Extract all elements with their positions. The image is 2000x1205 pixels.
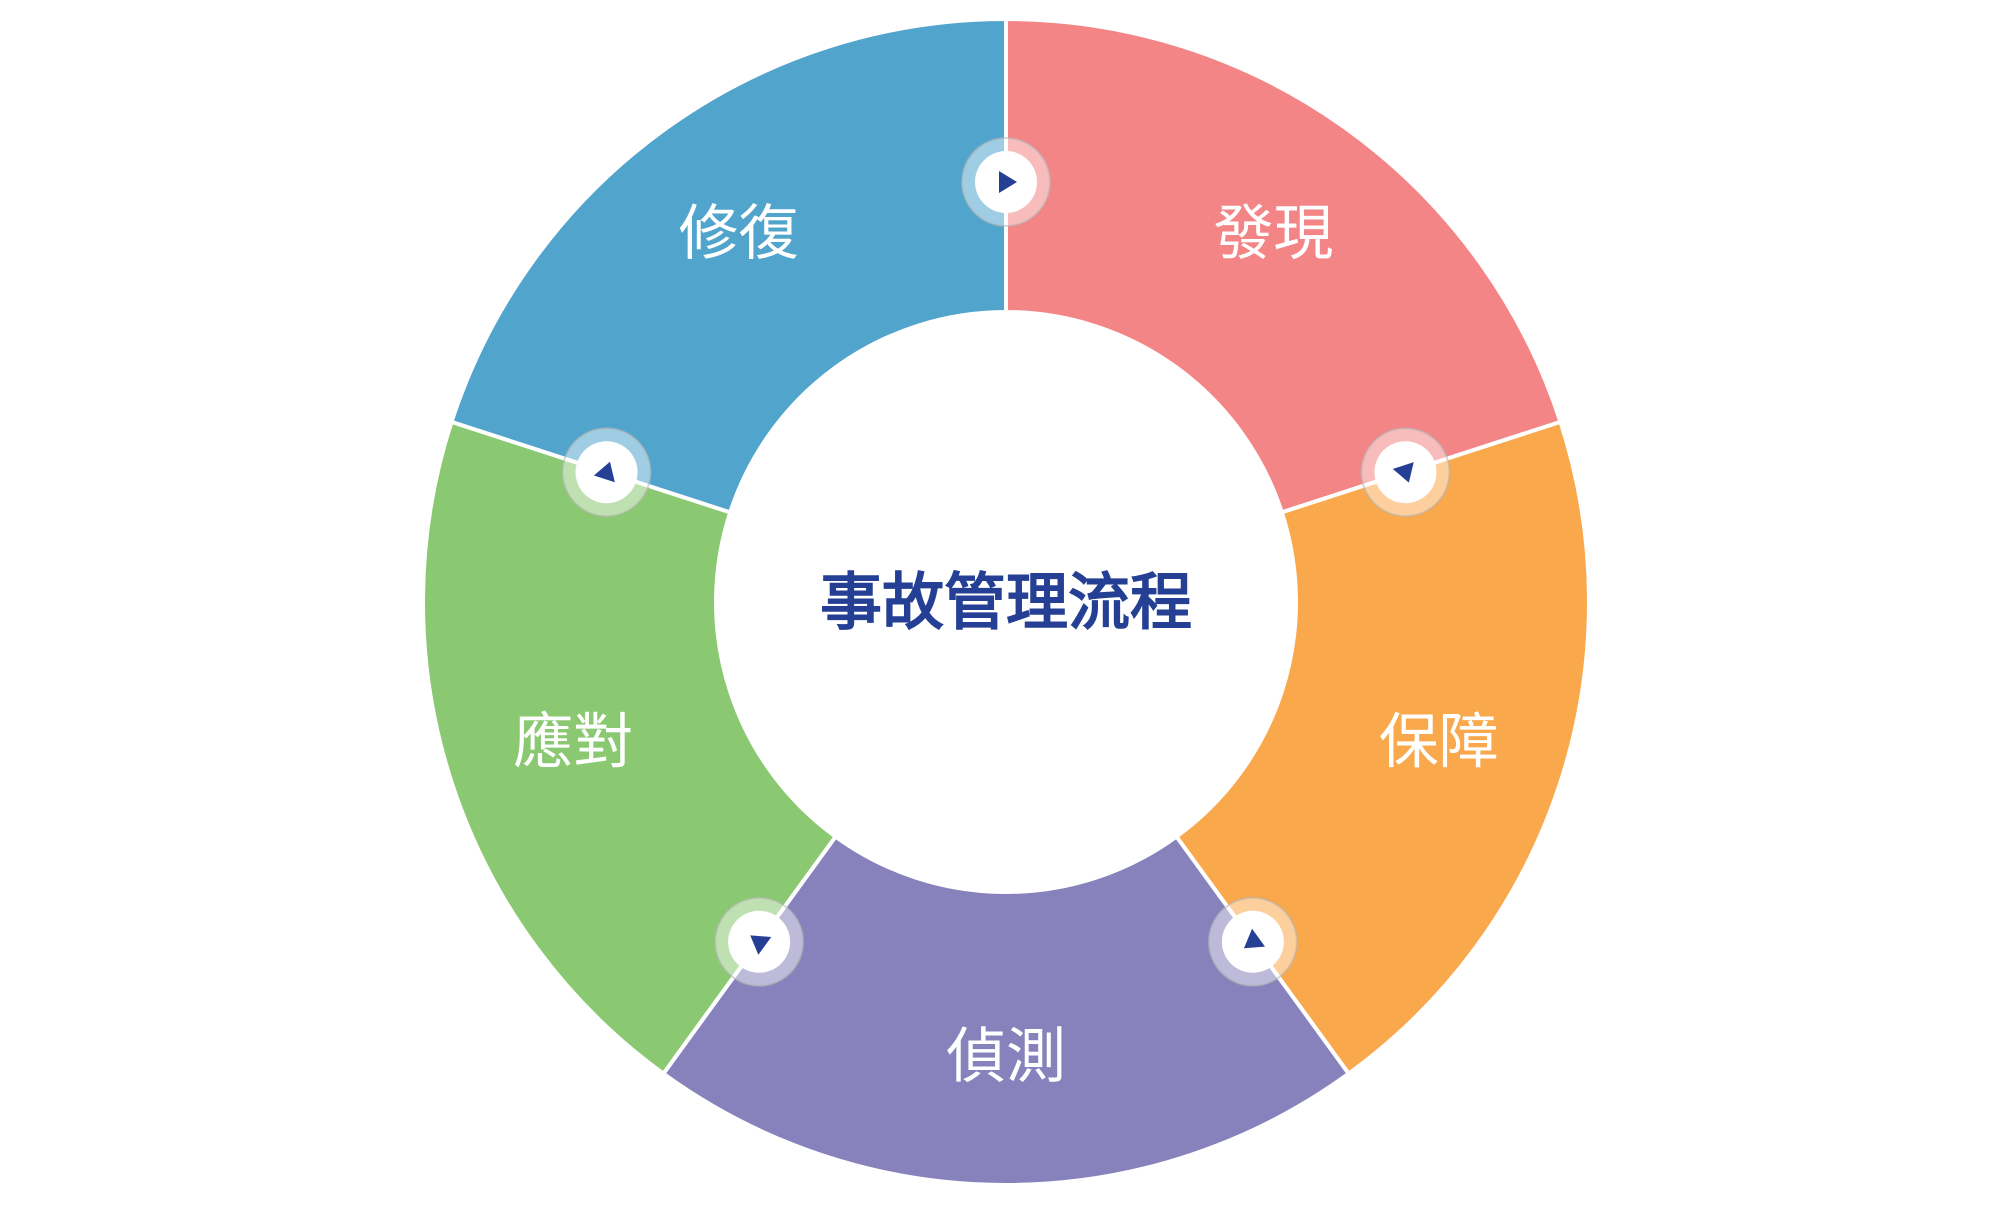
connector-5 [561,427,652,518]
connector-1 [961,137,1051,227]
connector-3 [1207,896,1298,987]
center-hub [716,312,1296,892]
play-arrow-icon [750,935,772,955]
segment-label-3: 偵測 [946,1022,1066,1092]
connector-4 [714,896,805,987]
play-arrow-icon [999,171,1017,193]
center-title: 事故管理流程 [820,566,1192,639]
connector-2 [1360,427,1451,518]
play-arrow-icon [1392,462,1414,483]
segment-label-1: 發現 [1213,199,1333,269]
segment-label-2: 保障 [1379,708,1499,778]
segment-label-5: 修復 [679,199,799,269]
play-arrow-icon [1243,928,1265,949]
segment-label-4: 應對 [513,708,633,778]
play-arrow-icon [593,461,615,483]
